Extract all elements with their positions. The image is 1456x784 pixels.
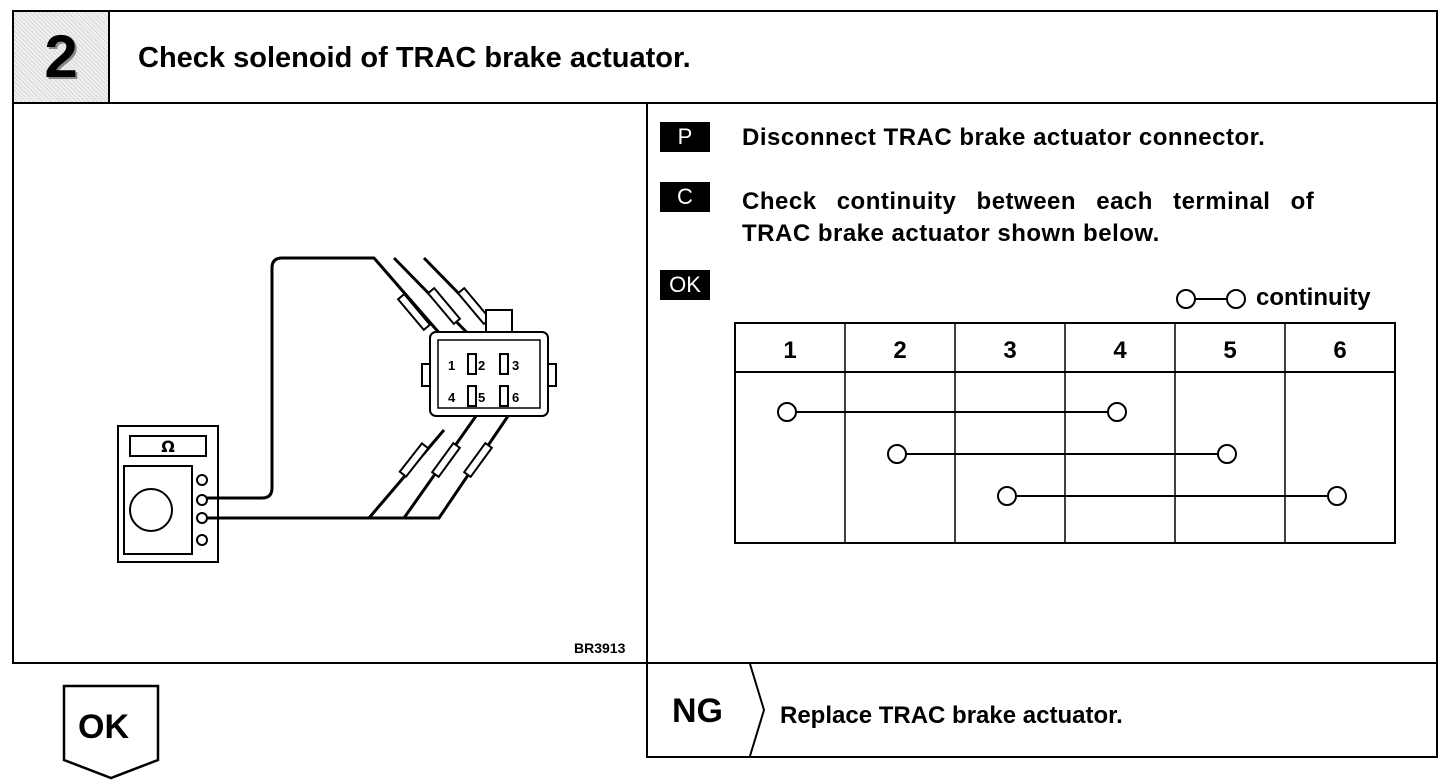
column-header-5: 5 (1223, 337, 1236, 364)
step-number-box: 2 (14, 12, 110, 102)
terminal-label-4: 4 (448, 390, 456, 405)
ng-label: NG (672, 692, 723, 730)
ohmmeter: Ω (117, 425, 219, 563)
continuity-legend-symbol (1176, 289, 1246, 309)
ok-arrow-box (62, 684, 160, 780)
ng-result-panel: NG Replace TRAC brake actuator. (646, 662, 1438, 758)
terminal-dot-2 (887, 444, 907, 464)
terminal-label-2: 2 (478, 358, 485, 373)
terminal-label-5: 5 (478, 390, 485, 405)
instruction-p: Disconnect TRAC brake actuator connector… (742, 124, 1266, 151)
terminal-dot-4 (1107, 402, 1127, 422)
column-header-4: 4 (1113, 337, 1127, 364)
continuity-table: 1 2 3 4 5 6 (734, 322, 1396, 544)
ohmmeter-connector-diagram: Ω (117, 256, 557, 563)
terminal-label-6: 6 (512, 390, 519, 405)
terminal-dot-3 (997, 486, 1017, 506)
instructions-panel: P Disconnect TRAC brake actuator connect… (646, 102, 1438, 664)
terminal-dot-1 (777, 402, 797, 422)
tag-c: C (660, 182, 710, 212)
ng-action-text: Replace TRAC brake actuator. (780, 702, 1123, 729)
column-header-3: 3 (1003, 337, 1016, 364)
continuity-legend-text: continuity (1256, 284, 1371, 311)
terminal-dot-5 (1217, 444, 1237, 464)
column-header-1: 1 (783, 337, 796, 364)
ng-chevron (749, 664, 766, 756)
column-header-6: 6 (1333, 337, 1346, 364)
instruction-c-line1: Check continuity between each terminal o… (742, 188, 1315, 215)
terminal-dot-6 (1327, 486, 1347, 506)
ok-label: OK (78, 708, 129, 746)
step-title: Check solenoid of TRAC brake actuator. (138, 42, 691, 74)
step-header: 2 Check solenoid of TRAC brake actuator. (12, 10, 1438, 104)
column-header-2: 2 (893, 337, 906, 364)
illustration-code: BR3913 (574, 640, 626, 656)
meter-dial (129, 488, 173, 532)
instruction-c-line2: TRAC brake actuator shown below. (742, 220, 1160, 247)
tag-ok: OK (660, 270, 710, 300)
ohm-symbol: Ω (161, 437, 175, 456)
actuator-connector: 1 2 3 4 5 6 (421, 309, 557, 417)
step-number: 2 (44, 23, 78, 90)
illustration-panel: Ω (12, 102, 648, 664)
terminal-label-1: 1 (448, 358, 455, 373)
tag-p: P (660, 122, 710, 152)
terminal-label-3: 3 (512, 358, 519, 373)
